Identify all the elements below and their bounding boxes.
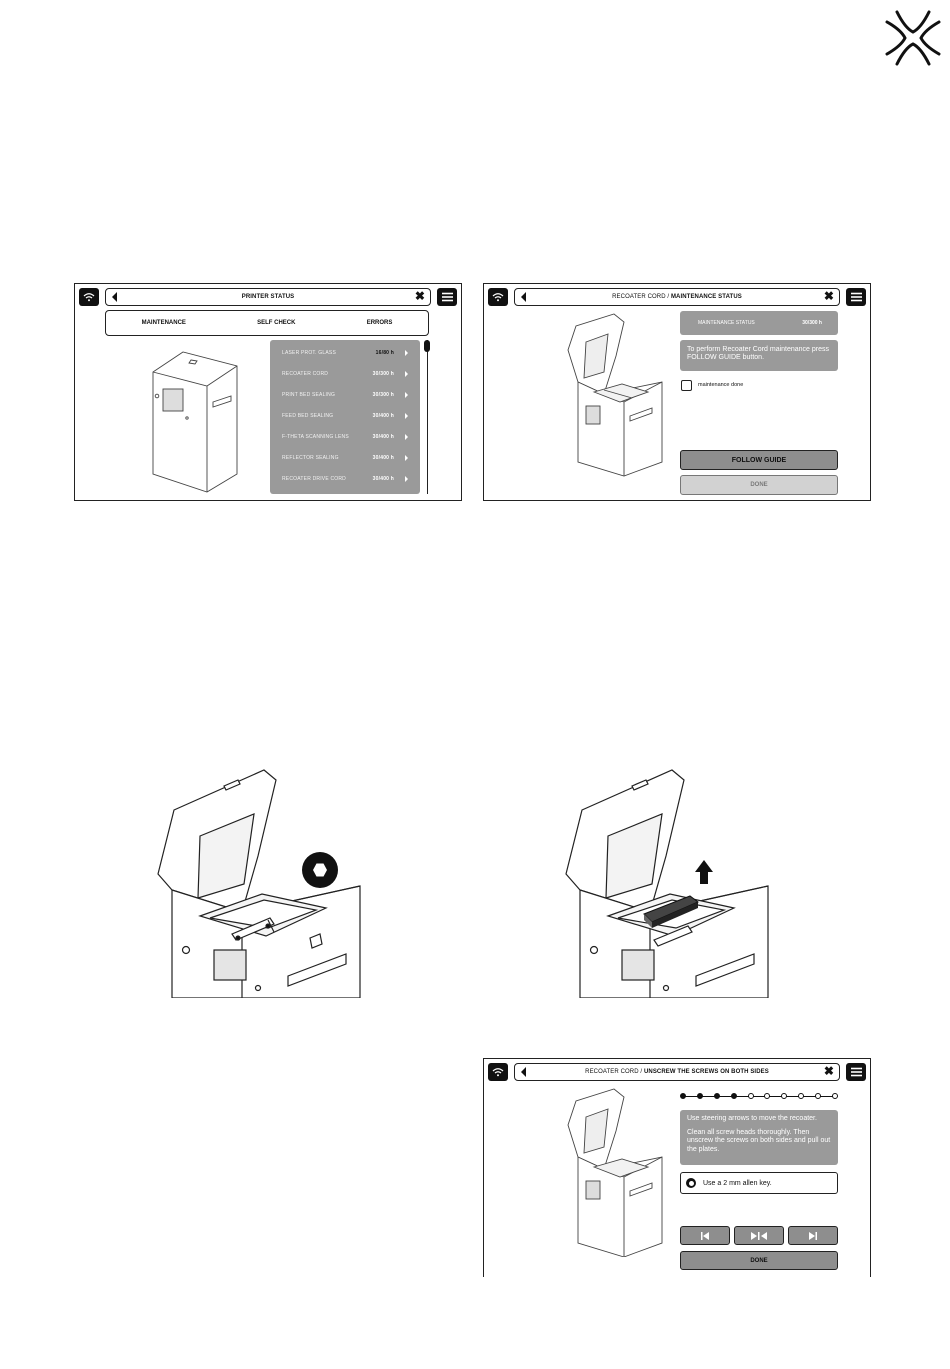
progress-step-dot [781, 1093, 788, 1099]
step-forward-button[interactable] [788, 1226, 838, 1245]
checkbox-label: maintenance done [698, 382, 744, 388]
menu-button[interactable] [437, 288, 457, 306]
open-printer-illustration [567, 1088, 663, 1257]
chevron-right-icon [405, 370, 408, 377]
chevron-right-icon [405, 475, 408, 482]
open-printer-illustration [567, 313, 663, 477]
brand-x-logo-icon [885, 10, 941, 66]
info-message: To perform Recoater Cord maintenance pre… [680, 340, 838, 371]
progress-step-dot [696, 1093, 703, 1099]
back-arrow-icon[interactable] [521, 1067, 526, 1077]
progress-step-dot [764, 1093, 771, 1099]
close-icon[interactable]: ✖ [823, 289, 834, 303]
done-button[interactable]: DONE [680, 1251, 838, 1270]
chevron-right-icon [405, 433, 408, 440]
tab-self-check[interactable]: SELF CHECK [257, 320, 296, 326]
skip-forward-icon [809, 1231, 817, 1240]
progress-step-dot [680, 1093, 686, 1099]
progress-step-dot [815, 1093, 822, 1099]
screen-title: RECOATER CORD / MAINTENANCE STATUS [612, 294, 742, 300]
tab-maintenance[interactable]: MAINTENANCE [141, 320, 186, 326]
screen-title: PRINTER STATUS [241, 294, 295, 300]
screen-title: RECOATER CORD / UNSCREW THE SCREWS ON BO… [585, 1069, 769, 1075]
skip-back-icon [701, 1231, 709, 1240]
instructions-box: Use steering arrows to move the recoater… [680, 1110, 838, 1165]
maintenance-done-checkbox[interactable] [681, 380, 692, 391]
maintenance-status-bar: MAINTENANCE STATUS 30/300 h [680, 311, 838, 335]
step-back-button[interactable] [680, 1226, 730, 1245]
progress-step-dot [730, 1093, 737, 1099]
menu-button[interactable] [846, 288, 866, 306]
plate-bar [643, 895, 699, 928]
screen-title-bar: RECOATER CORD / UNSCREW THE SCREWS ON BO… [514, 1063, 840, 1081]
allen-key-icon [686, 1178, 696, 1188]
follow-guide-button[interactable]: FOLLOW GUIDE [680, 450, 838, 470]
wifi-icon [492, 293, 504, 302]
printer-illustration [152, 351, 238, 493]
chevron-right-icon [405, 412, 408, 419]
maintenance-status-screen: RECOATER CORD / MAINTENANCE STATUS ✖ MAI… [483, 283, 871, 501]
steer-both-icon [751, 1231, 767, 1240]
menu-icon [850, 1067, 862, 1077]
unscrew-step-screen: RECOATER CORD / UNSCREW THE SCREWS ON BO… [483, 1058, 871, 1277]
wifi-button[interactable] [79, 288, 99, 306]
progress-step-dot [798, 1093, 805, 1099]
progress-step-dot [713, 1093, 720, 1099]
wifi-button[interactable] [488, 1063, 508, 1081]
scrollbar-track[interactable] [427, 340, 428, 494]
tool-hint: Use a 2 mm allen key. [680, 1172, 838, 1194]
arrow-up-icon [695, 860, 713, 884]
back-arrow-icon[interactable] [112, 292, 117, 302]
screen-title-bar: PRINTER STATUS ✖ [105, 288, 431, 306]
progress-step-dot [832, 1093, 838, 1099]
progress-step-dot [747, 1093, 754, 1099]
chevron-right-icon [405, 454, 408, 461]
close-icon[interactable]: ✖ [414, 289, 425, 303]
lift-plate-illustration [565, 769, 769, 998]
menu-button[interactable] [846, 1063, 866, 1081]
menu-icon [850, 292, 862, 302]
step-progress [680, 1092, 838, 1100]
unscrew-illustration [157, 769, 361, 998]
menu-icon [441, 292, 453, 302]
chevron-right-icon [405, 391, 408, 398]
screen-title-bar: RECOATER CORD / MAINTENANCE STATUS ✖ [514, 288, 840, 306]
tab-errors[interactable]: ERRORS [366, 320, 393, 326]
close-icon[interactable]: ✖ [823, 1064, 834, 1078]
wifi-icon [492, 1068, 504, 1077]
printer-status-screen: PRINTER STATUS ✖ MAINTENANCE SELF CHECK … [74, 283, 462, 501]
done-button[interactable]: DONE [680, 475, 838, 495]
scrollbar-thumb[interactable] [424, 340, 430, 352]
chevron-right-icon [405, 349, 408, 356]
back-arrow-icon[interactable] [521, 292, 526, 302]
steer-recoater-button[interactable] [734, 1226, 784, 1245]
allen-key-hex-icon [302, 852, 338, 888]
wifi-icon [83, 293, 95, 302]
wifi-button[interactable] [488, 288, 508, 306]
status-tabs: MAINTENANCE SELF CHECK ERRORS [105, 310, 429, 336]
